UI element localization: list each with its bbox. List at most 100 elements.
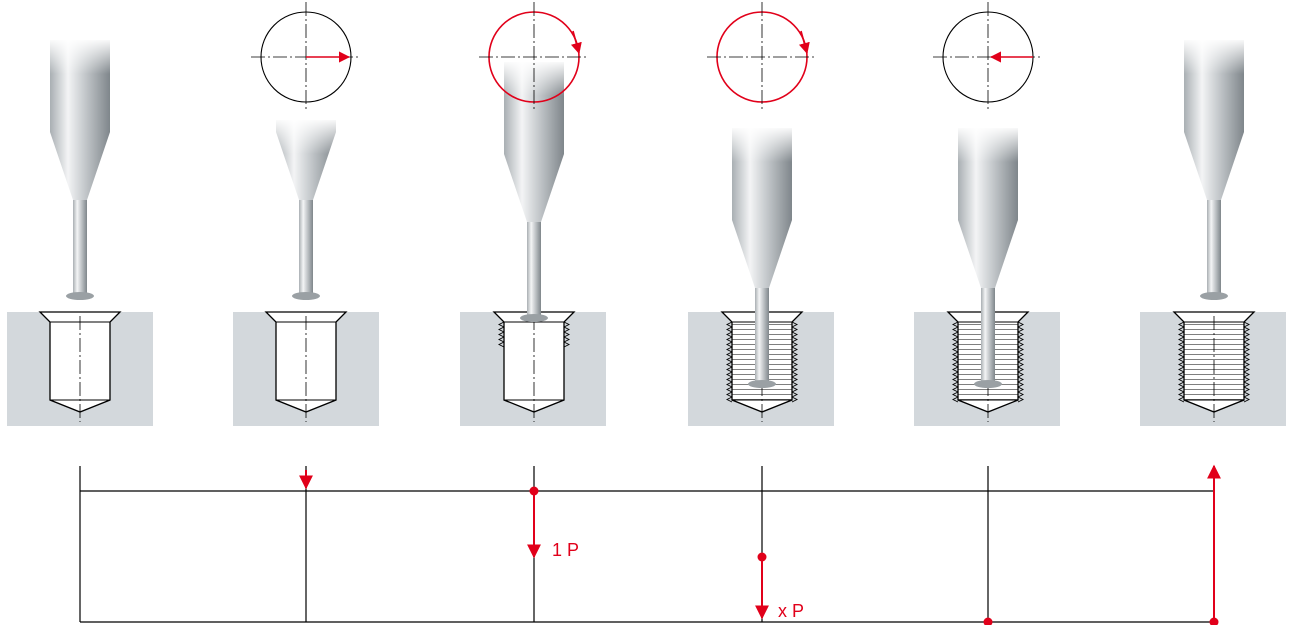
thread-tooth-right — [1243, 326, 1251, 333]
thread-tooth-right — [1017, 366, 1025, 373]
thread-tooth-left — [951, 371, 959, 378]
thread-tooth-right — [791, 366, 799, 373]
thread-tooth-right — [1017, 381, 1025, 388]
thread-tooth-left — [725, 386, 733, 393]
thread-tooth-left — [497, 331, 505, 338]
thread-tooth-right — [1243, 321, 1251, 328]
x-pitch-label: x P — [778, 601, 804, 621]
step-4 — [688, 2, 834, 426]
thread-tooth-left — [951, 366, 959, 373]
thread-tooth-right — [1243, 356, 1251, 363]
thread-tooth-right — [791, 376, 799, 383]
exit-point-dot — [983, 617, 993, 625]
thread-tooth-left — [1177, 391, 1185, 398]
thread-tooth-right — [791, 386, 799, 393]
tool-cutting-head — [1200, 292, 1228, 300]
step-3 — [460, 2, 606, 426]
tool-taper — [1184, 132, 1244, 200]
thread-tooth-right — [791, 396, 799, 403]
thread-tooth-right — [1017, 376, 1025, 383]
thread-tooth-left — [725, 366, 733, 373]
thread-mill-tool — [1182, 38, 1246, 300]
thread-tooth-left — [725, 336, 733, 343]
thread-tooth-left — [1177, 346, 1185, 353]
thread-mill-tool — [956, 126, 1020, 388]
thread-tooth-right — [1243, 391, 1251, 398]
thread-tooth-left — [951, 391, 959, 398]
thread-tooth-right — [1243, 396, 1251, 403]
thread-tooth-right — [791, 381, 799, 388]
thread-tooth-left — [497, 336, 505, 343]
thread-tooth-left — [1177, 396, 1185, 403]
thread-tooth-left — [725, 356, 733, 363]
thread-tooth-left — [951, 351, 959, 358]
thread-tooth-left — [1177, 326, 1185, 333]
tool-cutting-head — [748, 380, 776, 388]
thread-tooth-left — [1177, 331, 1185, 338]
thread-tooth-left — [951, 336, 959, 343]
thread-tooth-left — [725, 381, 733, 388]
thread-tooth-right — [1017, 356, 1025, 363]
thread-tooth-right — [1017, 326, 1025, 333]
thread-tooth-right — [791, 346, 799, 353]
thread-tooth-right — [1243, 386, 1251, 393]
thread-tooth-left — [1177, 356, 1185, 363]
thread-tooth-right — [791, 341, 799, 348]
thread-tooth-right — [791, 326, 799, 333]
thread-tooth-left — [1177, 361, 1185, 368]
step-6 — [1140, 38, 1286, 426]
thread-tooth-right — [1017, 391, 1025, 398]
thread-tooth-right — [563, 326, 571, 333]
thread-tooth-left — [951, 326, 959, 333]
thread-tooth-left — [725, 341, 733, 348]
thread-tooth-left — [1177, 321, 1185, 328]
thread-tooth-left — [725, 346, 733, 353]
step-1 — [7, 38, 153, 426]
thread-tooth-left — [951, 341, 959, 348]
thread-tooth-right — [791, 371, 799, 378]
thread-tooth-left — [1177, 381, 1185, 388]
thread-tooth-left — [951, 346, 959, 353]
toolpath-circle — [933, 2, 1043, 112]
steps-layer — [7, 2, 1286, 426]
thread-tooth-left — [725, 351, 733, 358]
step-5 — [914, 2, 1060, 426]
thread-tooth-right — [563, 336, 571, 343]
toolpath-circle — [479, 2, 589, 112]
tool-taper — [504, 154, 564, 222]
tool-neck — [299, 200, 313, 296]
thread-profile — [497, 321, 571, 348]
thread-tooth-left — [1177, 336, 1185, 343]
thread-tooth-left — [725, 391, 733, 398]
thread-mill-tool — [274, 118, 338, 300]
tool-fade — [274, 118, 338, 154]
thread-tooth-right — [1017, 396, 1025, 403]
tool-fade — [1182, 38, 1246, 74]
thread-tooth-right — [1017, 386, 1025, 393]
thread-tooth-left — [1177, 386, 1185, 393]
thread-tooth-left — [497, 321, 505, 328]
thread-mill-tool — [48, 38, 112, 300]
thread-tooth-right — [1017, 351, 1025, 358]
thread-tooth-left — [725, 361, 733, 368]
thread-tooth-left — [951, 376, 959, 383]
tool-neck — [755, 288, 769, 384]
thread-tooth-left — [951, 361, 959, 368]
thread-tooth-right — [1243, 351, 1251, 358]
thread-tooth-right — [1243, 376, 1251, 383]
thread-tooth-left — [1177, 371, 1185, 378]
tool-fade — [956, 126, 1020, 162]
thread-tooth-right — [1017, 341, 1025, 348]
thread-tooth-right — [1017, 346, 1025, 353]
thread-tooth-right — [791, 391, 799, 398]
thread-tooth-left — [725, 376, 733, 383]
thread-tooth-right — [791, 336, 799, 343]
thread-tooth-left — [725, 396, 733, 403]
one-pitch-label: 1 P — [552, 540, 579, 560]
thread-tooth-right — [791, 331, 799, 338]
thread-tooth-left — [951, 381, 959, 388]
thread-tooth-right — [1017, 321, 1025, 328]
thread-tooth-left — [951, 356, 959, 363]
